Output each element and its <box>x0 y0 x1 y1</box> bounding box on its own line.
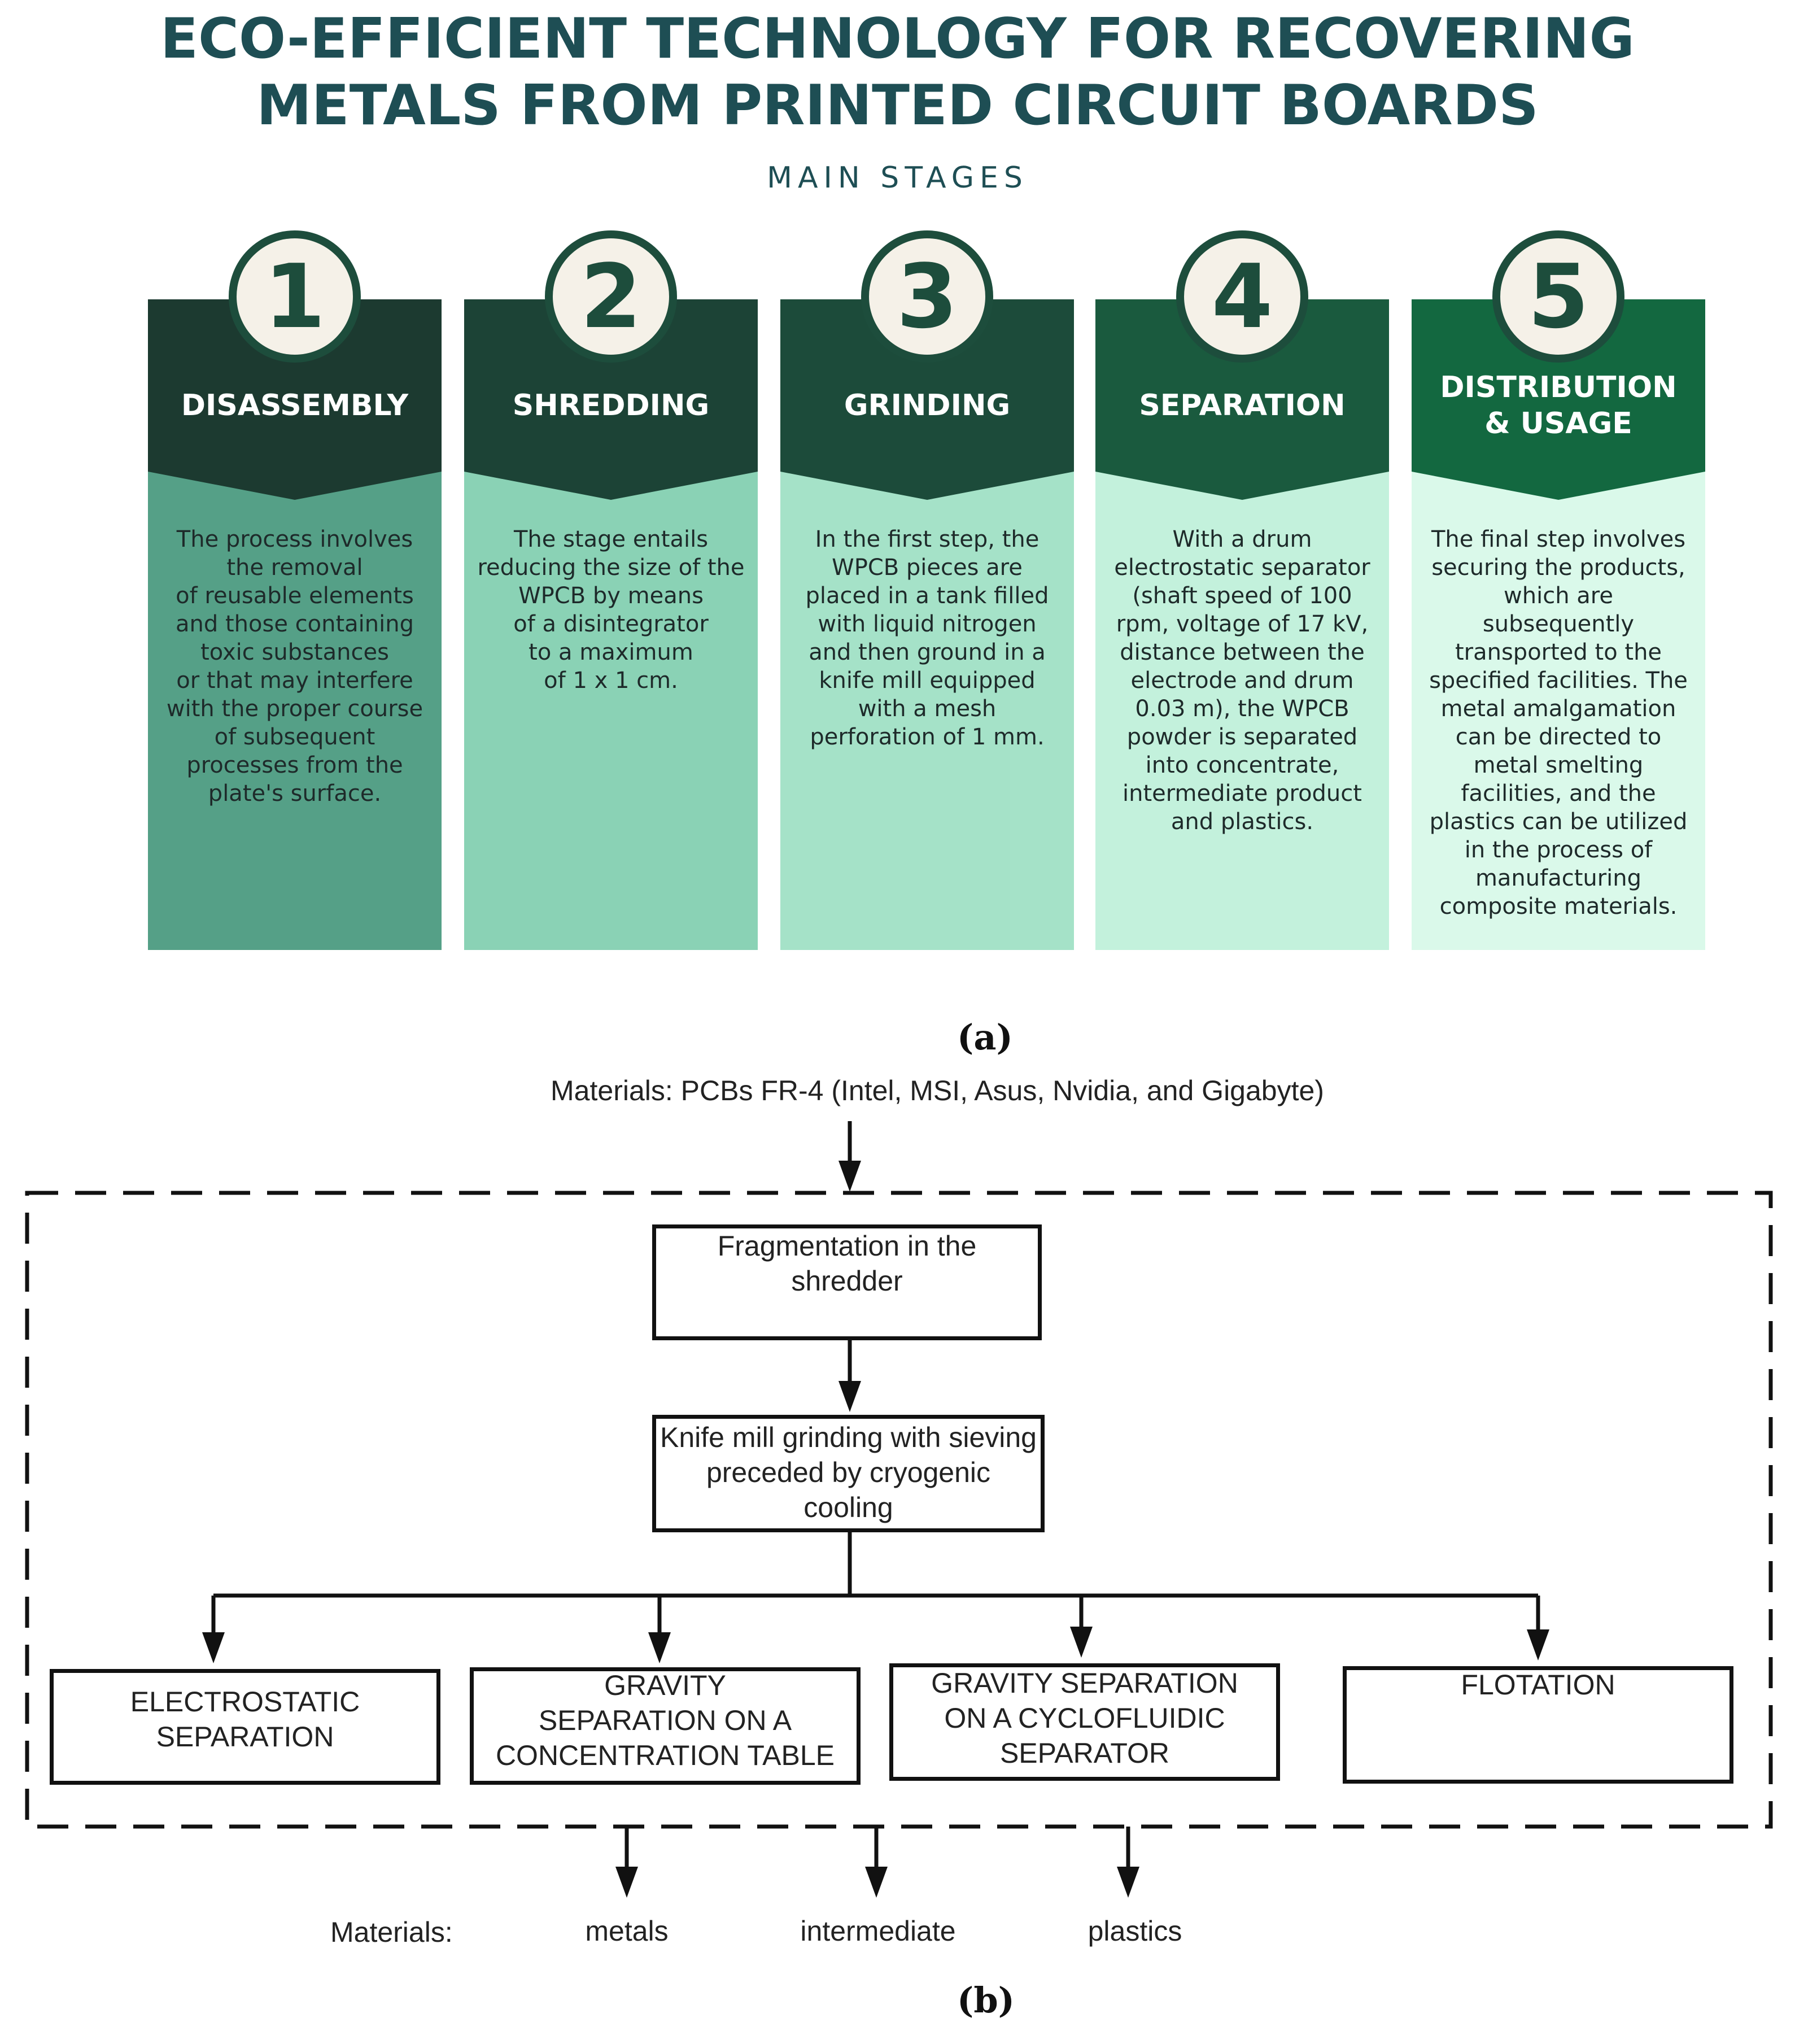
stage-header: SEPARATION <box>1095 299 1389 472</box>
branch-arrowhead-2 <box>648 1632 671 1663</box>
stage-title: SHREDDING <box>512 388 710 422</box>
stage-description: With a drum electrostatic separator (sha… <box>1114 526 1370 835</box>
caption-a: (a) <box>957 1017 1013 1058</box>
stage-column: SEPARATION With a drum electrostatic sepa… <box>1095 299 1389 950</box>
stage-body <box>148 472 442 950</box>
branch-arrowhead-4 <box>1527 1629 1549 1661</box>
stage-title: GRINDING <box>844 388 1011 422</box>
step-knife-mill-box: Knife mill grinding with sieving precede… <box>652 1415 1045 1532</box>
method-electrostatic-text: ELECTROSTATIC SEPARATION <box>130 1686 360 1753</box>
stage-header-point <box>1412 472 1705 500</box>
output-arrowhead-metals <box>615 1867 638 1898</box>
method-box-cyclofluidic: GRAVITY SEPARATION ON A CYCLOFLUIDIC SEP… <box>889 1663 1280 1781</box>
stage-description: In the first step, the WPCB pieces are p… <box>805 526 1049 750</box>
stage-column: DISTRIBUTION & USAGE The final step invol… <box>1412 299 1705 950</box>
stage-body <box>464 472 758 950</box>
method-concentration-table-text: GRAVITY SEPARATION ON A CONCENTRATION TA… <box>495 1670 835 1771</box>
stage-description: The stage entails reducing the size of t… <box>477 526 745 694</box>
step-knife-mill-text: Knife mill grinding with sieving precede… <box>660 1422 1037 1523</box>
output-materials-label: Materials: <box>330 1916 453 1948</box>
caption-b: (b) <box>957 1980 1015 2021</box>
branch-arrowhead-3 <box>1070 1627 1093 1658</box>
output-plastics: plastics <box>1088 1915 1182 1947</box>
infographic-title: ECO-EFFICIENT TECHNOLOGY FOR RECOVERING … <box>0 6 1795 139</box>
main-stages-subtitle: MAIN STAGES <box>767 161 1028 195</box>
output-arrowhead-intermediate <box>865 1867 888 1898</box>
title-line-2: METALS FROM PRINTED CIRCUIT BOARDS <box>256 73 1539 138</box>
output-metals: metals <box>585 1915 669 1947</box>
branch-arrowhead-1 <box>202 1632 225 1663</box>
output-intermediate: intermediate <box>800 1915 956 1947</box>
stage-column: GRINDING In the first step, the WPCB piec… <box>780 299 1074 950</box>
step-fragmentation-box: Fragmentation in the shredder <box>652 1224 1042 1340</box>
method-box-flotation: FLOTATION <box>1343 1666 1733 1784</box>
stage-title: DISTRIBUTION & USAGE <box>1440 370 1677 441</box>
method-box-concentration-table: GRAVITY SEPARATION ON A CONCENTRATION TA… <box>470 1667 861 1785</box>
output-arrowhead-plastics <box>1117 1867 1139 1898</box>
step-fragmentation-text: Fragmentation in the shredder <box>717 1230 977 1297</box>
stage-header-point <box>1095 472 1389 500</box>
stage-column: DISASSEMBLY The process involves the remo… <box>148 299 442 950</box>
stage-body <box>1095 472 1389 950</box>
stage-description: The process involves the removal of reus… <box>166 526 423 807</box>
method-flotation-text: FLOTATION <box>1461 1669 1615 1701</box>
arrowhead-step1-step2 <box>838 1381 861 1412</box>
title-line-1: ECO-EFFICIENT TECHNOLOGY FOR RECOVERING <box>160 7 1635 71</box>
method-box-electrostatic: ELECTROSTATIC SEPARATION <box>50 1669 440 1785</box>
stage-body <box>780 472 1074 950</box>
stage-number-badge: 2 <box>545 230 677 363</box>
stage-description: The final step involves securing the pro… <box>1429 526 1688 919</box>
arrowhead-input <box>838 1161 861 1192</box>
stage-title: SEPARATION <box>1139 388 1346 422</box>
stage-title: DISASSEMBLY <box>181 388 409 422</box>
method-cyclofluidic-text: GRAVITY SEPARATION ON A CYCLOFLUIDIC SEP… <box>931 1667 1238 1769</box>
stage-column: SHREDDING The stage entails reducing the … <box>464 299 758 950</box>
stage-header-point <box>464 472 758 500</box>
input-materials-label: Materials: PCBs FR-4 (Intel, MSI, Asus, … <box>551 1075 1324 1106</box>
stage-header-point <box>148 472 442 500</box>
process-boundary <box>25 1191 1773 1829</box>
stage-body <box>1412 472 1705 950</box>
stage-header-point <box>780 472 1074 500</box>
